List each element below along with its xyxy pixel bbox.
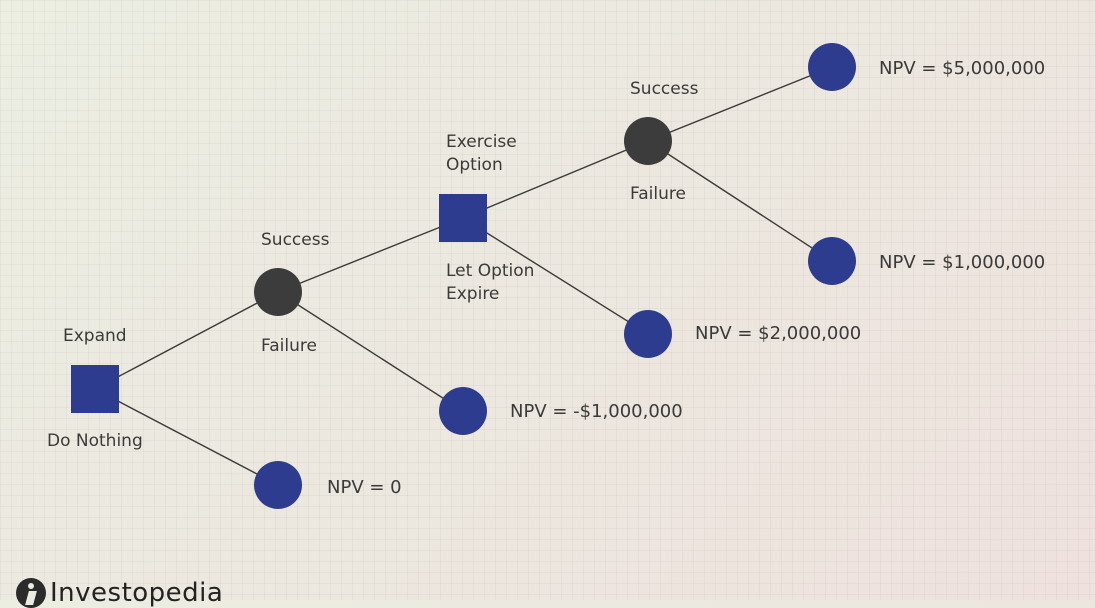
branch-success-1 bbox=[277, 217, 464, 293]
decision-node-2 bbox=[439, 194, 487, 242]
branch-failure-2 bbox=[647, 140, 833, 262]
branch-let-expire bbox=[462, 217, 649, 335]
chance-node-2 bbox=[624, 117, 672, 165]
branch-do-nothing bbox=[94, 388, 279, 486]
investopedia-logo: Investopedia bbox=[16, 578, 223, 608]
label-success-2: Success bbox=[630, 79, 699, 99]
decision-node-1 bbox=[71, 365, 119, 413]
branch-expand bbox=[94, 291, 279, 390]
label-expand: Expand bbox=[63, 326, 127, 346]
outcome-node-do-nothing bbox=[254, 461, 302, 509]
label-failure-2: Failure bbox=[630, 184, 686, 204]
outcome-node-failure-2 bbox=[808, 237, 856, 285]
label-let-option-expire: Let Option Expire bbox=[446, 261, 535, 304]
outcome-node-failure-1 bbox=[439, 387, 487, 435]
npv-failure-1: NPV = -$1,000,000 bbox=[510, 401, 683, 422]
branch-exercise bbox=[462, 140, 649, 219]
brand-name: Investopedia bbox=[50, 578, 224, 608]
label-exercise-option: Exercise Option bbox=[446, 132, 517, 175]
npv-let-expire: NPV = $2,000,000 bbox=[695, 323, 862, 344]
chance-node-1 bbox=[254, 268, 302, 316]
investopedia-logo-icon bbox=[16, 578, 46, 608]
branch-success-2 bbox=[647, 66, 833, 142]
npv-do-nothing: NPV = 0 bbox=[327, 477, 402, 498]
label-failure-1: Failure bbox=[261, 336, 317, 356]
outcome-node-let-expire bbox=[624, 310, 672, 358]
label-success-1: Success bbox=[261, 230, 330, 250]
label-do-nothing: Do Nothing bbox=[47, 431, 143, 451]
npv-success-2: NPV = $5,000,000 bbox=[879, 58, 1046, 79]
outcome-node-success-2 bbox=[808, 43, 856, 91]
npv-failure-2: NPV = $1,000,000 bbox=[879, 252, 1046, 273]
branch-failure-1 bbox=[277, 291, 464, 412]
